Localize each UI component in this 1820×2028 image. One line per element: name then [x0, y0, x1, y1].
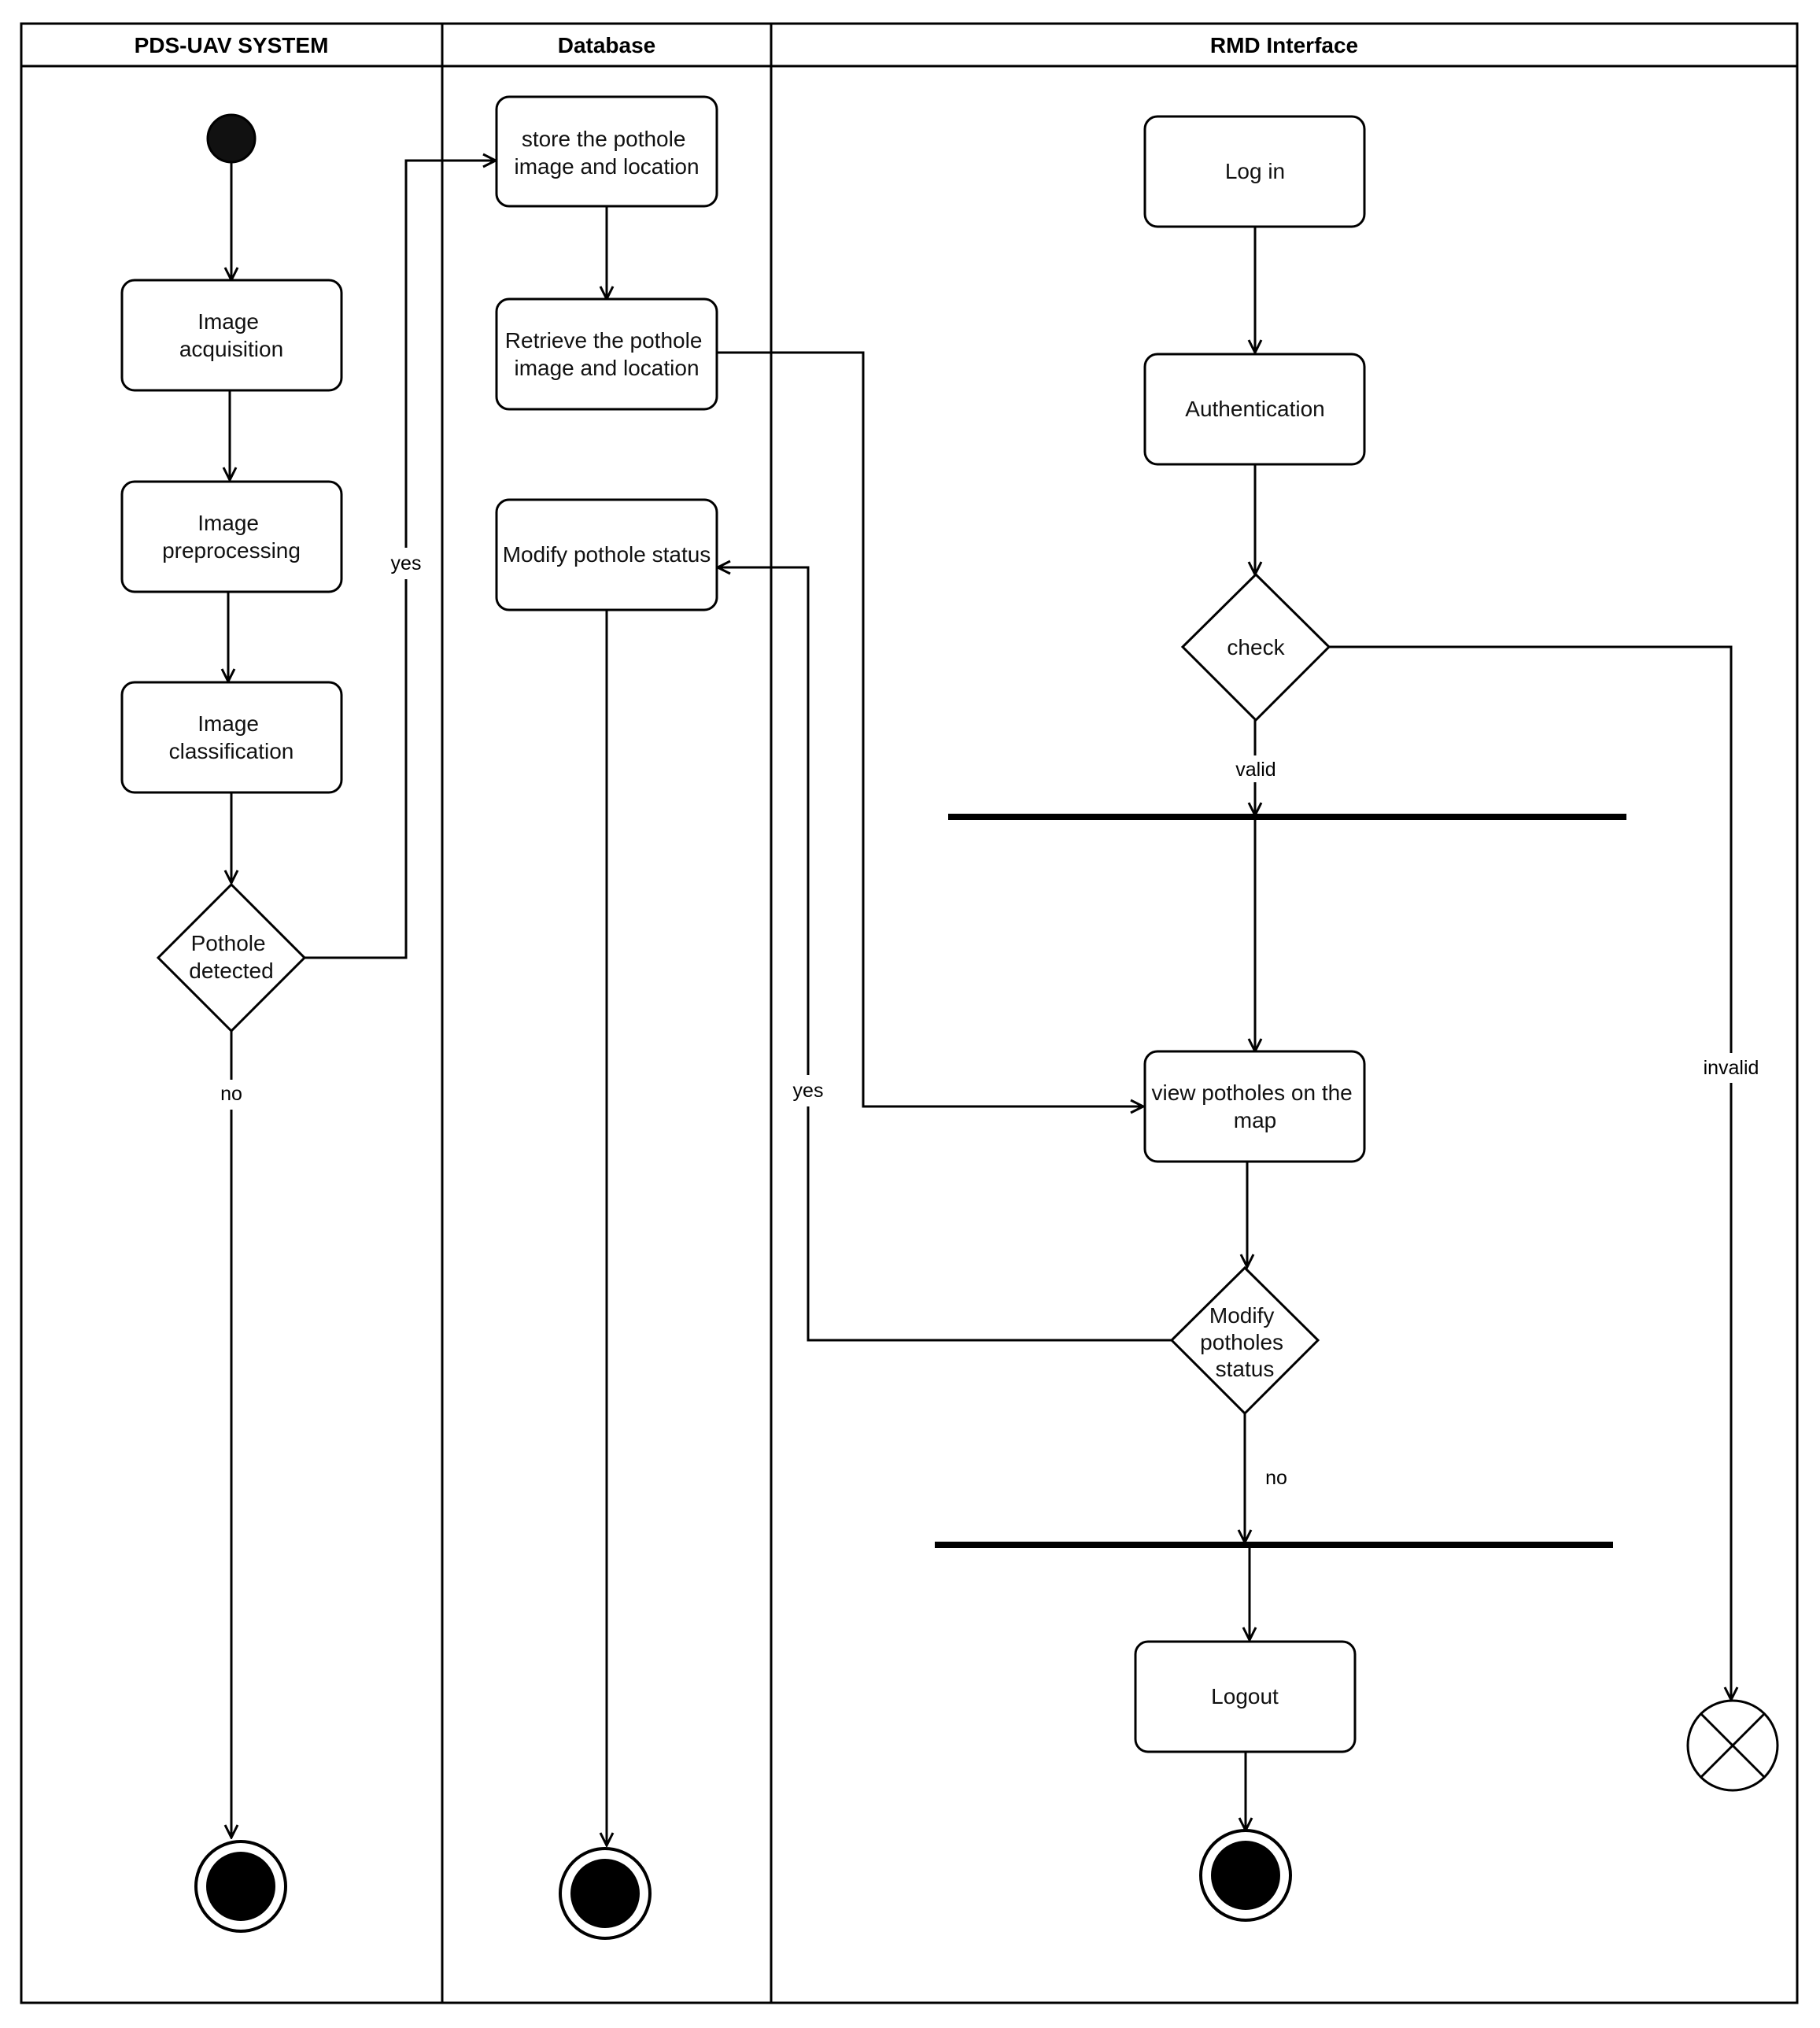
decision-check — [1180, 572, 1331, 722]
lane-title-rmd-interface: RMD Interface — [1210, 33, 1358, 57]
initial-node — [206, 113, 257, 164]
action-modify-pothole-status — [495, 498, 718, 611]
text-modify-potholes-status: Modify potholes status — [1200, 1303, 1290, 1381]
label-pothole-no: no — [220, 1083, 242, 1105]
text-retrieve-pothole: Retrieve the pothole image and location — [505, 328, 708, 380]
decision-modify-potholes-status — [1169, 1265, 1320, 1416]
decision-pothole-detected — [156, 882, 307, 1033]
text-store-pothole: store the pothole image and location — [514, 127, 699, 179]
edges — [228, 161, 1731, 1845]
text-pothole-detected: Pothole detected — [189, 931, 273, 983]
text-log-in: Log in — [1225, 159, 1285, 183]
action-logout — [1134, 1640, 1357, 1753]
final-node-rmd — [1199, 1829, 1292, 1922]
action-view-potholes — [1143, 1050, 1366, 1163]
action-authentication — [1143, 353, 1366, 466]
text-authentication: Authentication — [1185, 397, 1324, 421]
text-check: check — [1227, 635, 1285, 659]
action-store-pothole — [495, 95, 718, 208]
lane-title-pds-uav-system: PDS-UAV SYSTEM — [135, 33, 329, 57]
edge-modify-yes-to-modify-status — [718, 567, 1172, 1342]
action-image-preprocessing — [120, 480, 343, 593]
action-retrieve-pothole — [495, 297, 718, 411]
text-image-acquisition: Image acquisition — [179, 309, 283, 361]
label-check-invalid: invalid — [1704, 1057, 1759, 1079]
label-pothole-yes: yes — [391, 552, 422, 574]
final-node-database — [559, 1847, 652, 1940]
text-logout: Logout — [1211, 1684, 1279, 1708]
action-image-classification — [120, 681, 343, 794]
swimlanes — [20, 22, 1799, 2004]
label-modify-yes: yes — [793, 1080, 824, 1102]
text-view-potholes: view potholes on the map — [1151, 1080, 1358, 1132]
text-image-preprocessing: Image preprocessing — [162, 511, 301, 563]
edge-retrieve-to-view — [718, 351, 1143, 1106]
label-check-valid: valid — [1235, 759, 1275, 781]
flow-final-node — [1686, 1699, 1779, 1792]
text-image-classification: Image classification — [169, 711, 294, 763]
action-log-in — [1143, 115, 1366, 228]
text-modify-pothole-status: Modify pothole status — [503, 542, 711, 567]
edge-check-invalid-to-flowfinal — [1328, 645, 1731, 1700]
lane-title-database: Database — [558, 33, 656, 57]
action-image-acquisition — [120, 279, 343, 392]
label-modify-no: no — [1265, 1467, 1287, 1489]
final-node-pds — [194, 1840, 287, 1933]
